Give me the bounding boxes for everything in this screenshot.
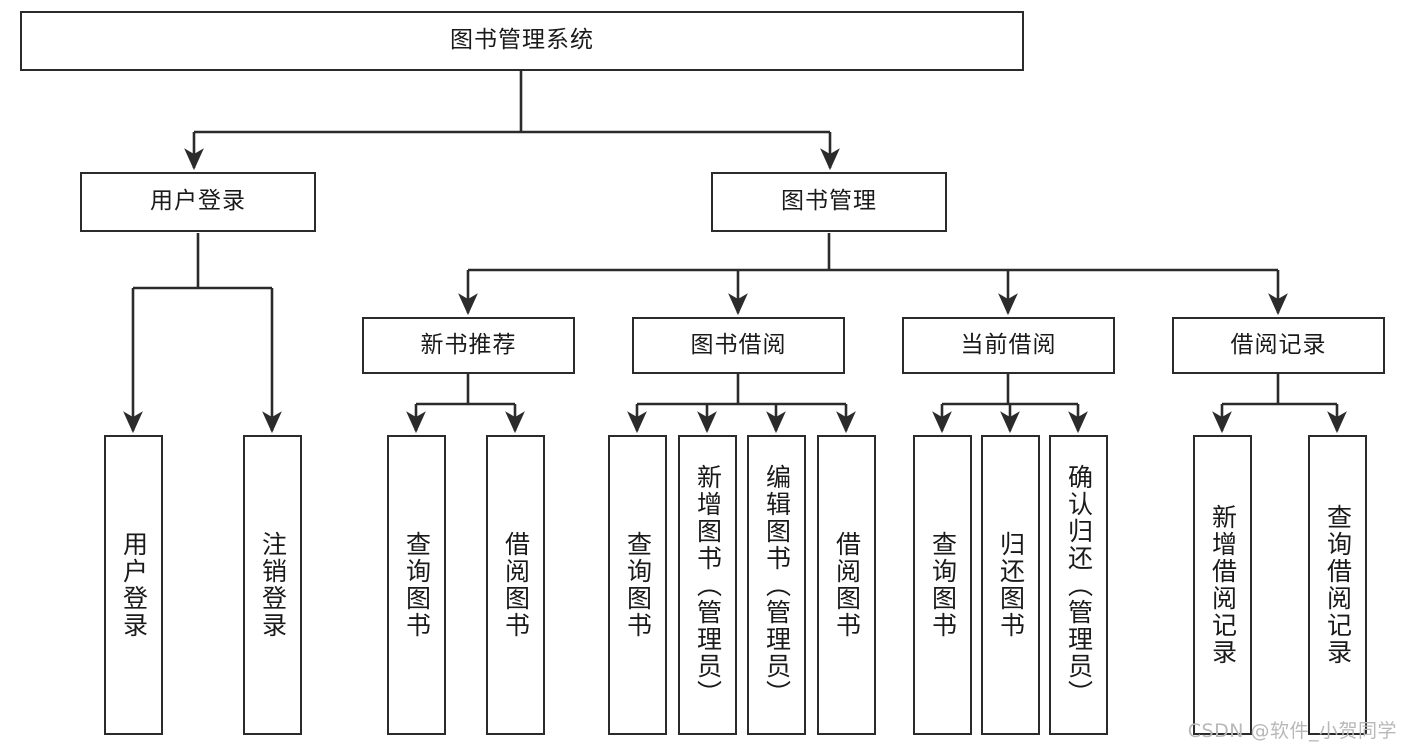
leaf-user-login-logout[interactable]: 注销登录 bbox=[243, 435, 302, 735]
node-label: 查询图书 bbox=[402, 531, 432, 639]
node-root-book-management-system[interactable]: 图书管理系统 bbox=[20, 11, 1024, 71]
leaf-current-borrow-return-book[interactable]: 归还图书 bbox=[981, 435, 1040, 735]
node-label: 查询图书 bbox=[928, 531, 958, 639]
node-user-login[interactable]: 用户登录 bbox=[80, 172, 316, 232]
leaf-current-borrow-query-book[interactable]: 查询图书 bbox=[913, 435, 972, 735]
node-book-borrow[interactable]: 图书借阅 bbox=[632, 317, 845, 374]
node-book-management[interactable]: 图书管理 bbox=[711, 172, 947, 232]
node-label: 确认归还（管理员） bbox=[1064, 463, 1094, 707]
node-borrow-record[interactable]: 借阅记录 bbox=[1172, 317, 1385, 374]
node-label: 图书管理系统 bbox=[450, 27, 594, 54]
node-label: 查询图书 bbox=[623, 531, 653, 639]
node-label: 借阅图书 bbox=[832, 531, 862, 639]
leaf-new-book-query-book[interactable]: 查询图书 bbox=[387, 435, 446, 735]
node-label: 注销登录 bbox=[258, 531, 288, 639]
node-label: 归还图书 bbox=[996, 531, 1026, 639]
leaf-book-borrow-edit-book-admin[interactable]: 编辑图书（管理员） bbox=[747, 435, 806, 735]
node-current-borrow[interactable]: 当前借阅 bbox=[902, 317, 1115, 374]
leaf-borrow-record-query-record[interactable]: 查询借阅记录 bbox=[1308, 435, 1367, 735]
node-label: 新增借阅记录 bbox=[1208, 504, 1238, 666]
node-label: 用户登录 bbox=[119, 531, 149, 639]
leaf-borrow-record-add-record[interactable]: 新增借阅记录 bbox=[1193, 435, 1252, 735]
node-label: 图书管理 bbox=[781, 188, 877, 215]
leaf-book-borrow-add-book-admin[interactable]: 新增图书（管理员） bbox=[678, 435, 737, 735]
node-label: 新增图书（管理员） bbox=[693, 463, 723, 707]
leaf-book-borrow-query-book[interactable]: 查询图书 bbox=[608, 435, 667, 735]
leaf-book-borrow-lend-book[interactable]: 借阅图书 bbox=[817, 435, 876, 735]
node-new-book-recommend[interactable]: 新书推荐 bbox=[362, 317, 575, 374]
node-label: 新书推荐 bbox=[420, 331, 517, 358]
leaf-current-borrow-confirm-return-admin[interactable]: 确认归还（管理员） bbox=[1049, 435, 1108, 735]
node-label: 编辑图书（管理员） bbox=[762, 463, 792, 707]
node-label: 用户登录 bbox=[150, 188, 246, 215]
node-label: 查询借阅记录 bbox=[1323, 504, 1353, 666]
node-label: 当前借阅 bbox=[960, 331, 1057, 358]
node-label: 借阅图书 bbox=[501, 531, 531, 639]
leaf-new-book-borrow-book[interactable]: 借阅图书 bbox=[486, 435, 545, 735]
node-label: 借阅记录 bbox=[1230, 331, 1327, 358]
node-label: 图书借阅 bbox=[690, 331, 787, 358]
leaf-user-login-login[interactable]: 用户登录 bbox=[104, 435, 163, 735]
